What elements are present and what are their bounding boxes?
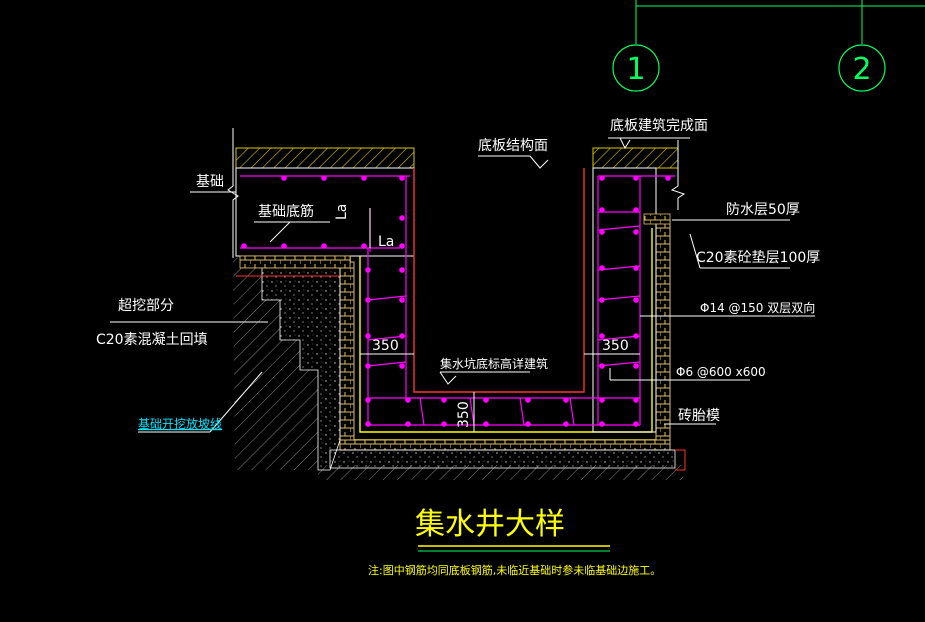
label-c20-cushion: C20素砼垫层100厚 <box>696 250 820 266</box>
brick-formwork-bottom <box>339 439 671 451</box>
axis-bubble-1-label: 1 <box>626 52 645 87</box>
label-waterproof-layer: 防水层50厚 <box>726 202 800 218</box>
rebar-dots <box>241 175 671 427</box>
axis-bubble-2: 2 <box>838 44 886 92</box>
axis-lines <box>635 0 925 44</box>
brick-formwork-right <box>655 219 671 445</box>
axis-bubble-1: 1 <box>612 44 660 92</box>
label-tie-spec: Φ6 @600 x600 <box>676 365 766 379</box>
slab-top-left <box>235 147 415 169</box>
c20-backfill-region <box>240 261 341 471</box>
axis-bubble-2-label: 2 <box>852 52 871 87</box>
label-slab-finish-surface: 底板建筑完成面 <box>610 118 708 134</box>
cushion-bottom <box>329 449 676 469</box>
label-pit-bottom-elev: 集水坑底标高详建筑 <box>440 356 548 371</box>
label-excavation-slope-line: 基础开挖放坡线 <box>138 416 222 431</box>
label-la-horizontal: La <box>378 234 394 250</box>
dim-bottom-350: 350 <box>456 401 472 428</box>
dim-right-350: 350 <box>602 338 629 354</box>
label-slab-structure-surface: 底板结构面 <box>478 138 548 154</box>
label-la-vertical: La <box>334 204 350 220</box>
label-rebar-spec: Φ14 @150 双层双向 <box>700 300 815 315</box>
drawing-note: 注:图中钢筋均同底板钢筋,未临近基础时参未临基础边施工。 <box>368 563 661 577</box>
soil-hatch <box>233 258 683 480</box>
label-over-excavation: 超挖部分 <box>118 298 174 314</box>
cushion-top-left <box>239 255 351 269</box>
pit-structure <box>349 228 661 441</box>
break-lines <box>227 128 686 258</box>
pit-inner-finish-line <box>413 168 585 393</box>
waterproof-layer-mark <box>643 213 671 225</box>
label-c20-backfill: C20素混凝土回填 <box>96 332 208 348</box>
leader-lines <box>110 137 815 433</box>
dim-left-350: 350 <box>372 338 399 354</box>
label-foundation-bottom-rebar: 基础底筋 <box>258 203 314 220</box>
drawing-title: 集水井大样 <box>415 507 565 542</box>
slab-top-right <box>592 147 679 169</box>
label-brick-formwork: 砖胎模 <box>678 408 720 424</box>
dimension-lines <box>360 208 640 432</box>
cushion-edge-red <box>675 449 686 471</box>
brick-formwork-left <box>339 261 355 441</box>
right-wall <box>592 167 657 433</box>
label-foundation: 基础 <box>196 173 224 190</box>
